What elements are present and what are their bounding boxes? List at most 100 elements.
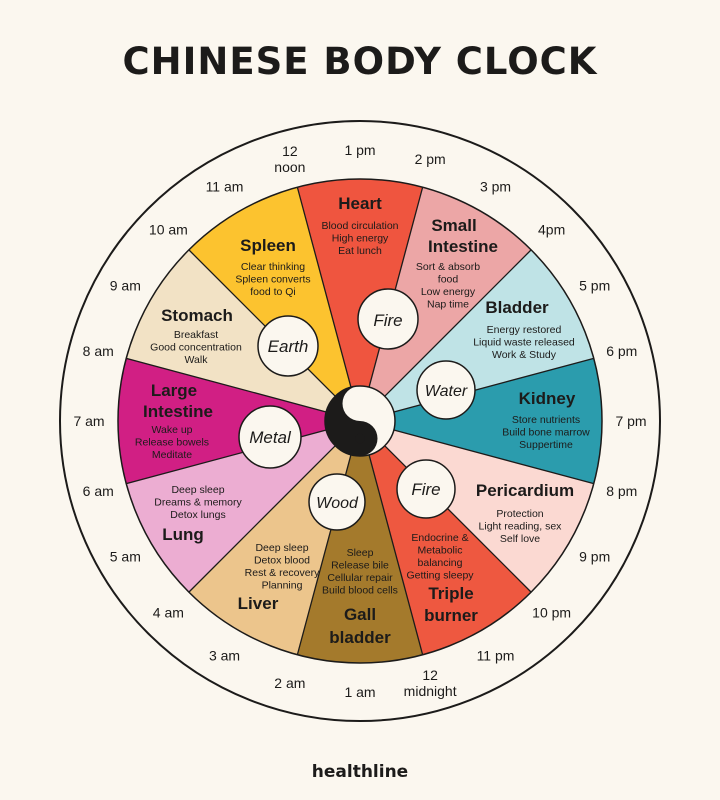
organ-note: Metabolic — [418, 545, 463, 557]
segment-heart — [297, 179, 423, 389]
hour-label-text: 2 am — [274, 675, 305, 691]
organ-note: Release bowels — [135, 437, 209, 449]
organ-note: Endocrine & — [411, 532, 468, 544]
organ-name-kidney: Kidney — [519, 389, 576, 408]
organ-name-spleen: Spleen — [240, 236, 296, 255]
hour-label-text: 1 pm — [344, 142, 375, 158]
organ-note: Nap time — [427, 299, 469, 311]
organ-note: Deep sleep — [171, 484, 224, 496]
page-title: CHINESE BODY CLOCK — [122, 40, 598, 83]
hour-label: 8 am — [83, 343, 114, 359]
hour-label-text: 11 pm — [477, 648, 515, 664]
hour-label-text: 8 pm — [606, 483, 637, 499]
organ-name-heart: Heart — [338, 194, 382, 213]
organ-note: Light reading, sex — [479, 521, 563, 533]
hour-label: 10 am — [149, 221, 188, 237]
organ-name-line: Liver — [238, 594, 279, 613]
organ-note: Suppertime — [519, 439, 573, 451]
hour-label-text: 1 am — [344, 684, 375, 700]
element-label: Fire — [373, 311, 402, 330]
organ-note: balancing — [418, 557, 463, 569]
hour-label-text: 10 am — [149, 221, 188, 237]
organ-note: High energy — [332, 233, 389, 245]
hour-label: 5 pm — [579, 278, 610, 294]
element-earth: Earth — [257, 315, 319, 377]
organ-name-pericardium: Pericardium — [476, 481, 574, 500]
organ-note: Dreams & memory — [154, 497, 242, 509]
hour-label: 7 am — [73, 413, 104, 429]
organ-note: Low energy — [421, 286, 476, 298]
hour-label: 1 pm — [344, 142, 375, 158]
hour-label-text: 2 pm — [415, 151, 446, 167]
organ-name-stomach: Stomach — [161, 306, 233, 325]
element-fire-upper: Fire — [357, 288, 419, 350]
organ-name-line: Triple — [428, 584, 473, 603]
yin-yang-icon — [324, 385, 396, 457]
hour-label: 4 am — [153, 605, 184, 621]
organ-note: Planning — [262, 580, 303, 592]
organ-name-line: Gall — [344, 605, 376, 624]
organ-note: Meditate — [152, 449, 192, 461]
hour-label-text: 9 pm — [579, 549, 610, 565]
organ-note: Good concentration — [150, 342, 242, 354]
hour-label-text: midnight — [404, 683, 457, 699]
hour-label-text: 12 — [282, 143, 298, 159]
element-circle — [257, 315, 319, 377]
organ-name-line: Bladder — [485, 298, 549, 317]
organ-note: Detox blood — [254, 555, 310, 567]
organ-note: Work & Study — [492, 349, 557, 361]
organ-name-line: Small — [431, 216, 476, 235]
hour-label: 10 pm — [532, 605, 571, 621]
organ-note: Cellular repair — [327, 572, 393, 584]
hour-label: 7 pm — [615, 413, 646, 429]
hour-label: 6 pm — [606, 343, 637, 359]
segment-large-intestine — [117, 358, 328, 484]
hour-label: 3 pm — [480, 178, 511, 194]
element-metal: Metal — [238, 405, 302, 469]
organ-name-line: Intestine — [143, 402, 213, 421]
organ-note: Deep sleep — [255, 542, 308, 554]
organ-note: Liquid waste released — [473, 337, 575, 349]
organ-note: Clear thinking — [241, 261, 305, 273]
segment-small-intestine — [368, 187, 532, 397]
organ-note: Build blood cells — [322, 585, 398, 597]
hour-label-text: 3 pm — [480, 178, 511, 194]
hour-label: 9 am — [110, 278, 141, 294]
organ-name-bladder: Bladder — [485, 298, 549, 317]
organ-name-line: Pericardium — [476, 481, 574, 500]
element-circle — [308, 473, 366, 531]
hour-label: 2 pm — [415, 151, 446, 167]
organ-note: Wake up — [151, 424, 192, 436]
organ-note: Store nutrients — [512, 414, 580, 426]
element-label: Wood — [316, 495, 359, 512]
hour-label-text: 4 am — [153, 605, 184, 621]
organ-name-line: Heart — [338, 194, 382, 213]
element-label: Earth — [268, 337, 309, 356]
hour-label-text: 7 am — [73, 413, 104, 429]
organ-name-lung: Lung — [162, 525, 204, 544]
organ-note: food — [438, 274, 459, 286]
inner-ring — [117, 178, 603, 664]
hour-label-text: 5 pm — [579, 278, 610, 294]
organ-note: Self love — [500, 533, 540, 545]
element-water: Water — [416, 360, 476, 420]
hour-label-text: 3 am — [209, 648, 240, 664]
hour-label-text: 7 pm — [615, 413, 646, 429]
hour-label: 3 am — [209, 648, 240, 664]
element-circle — [357, 288, 419, 350]
organ-note: Sleep — [347, 547, 374, 559]
